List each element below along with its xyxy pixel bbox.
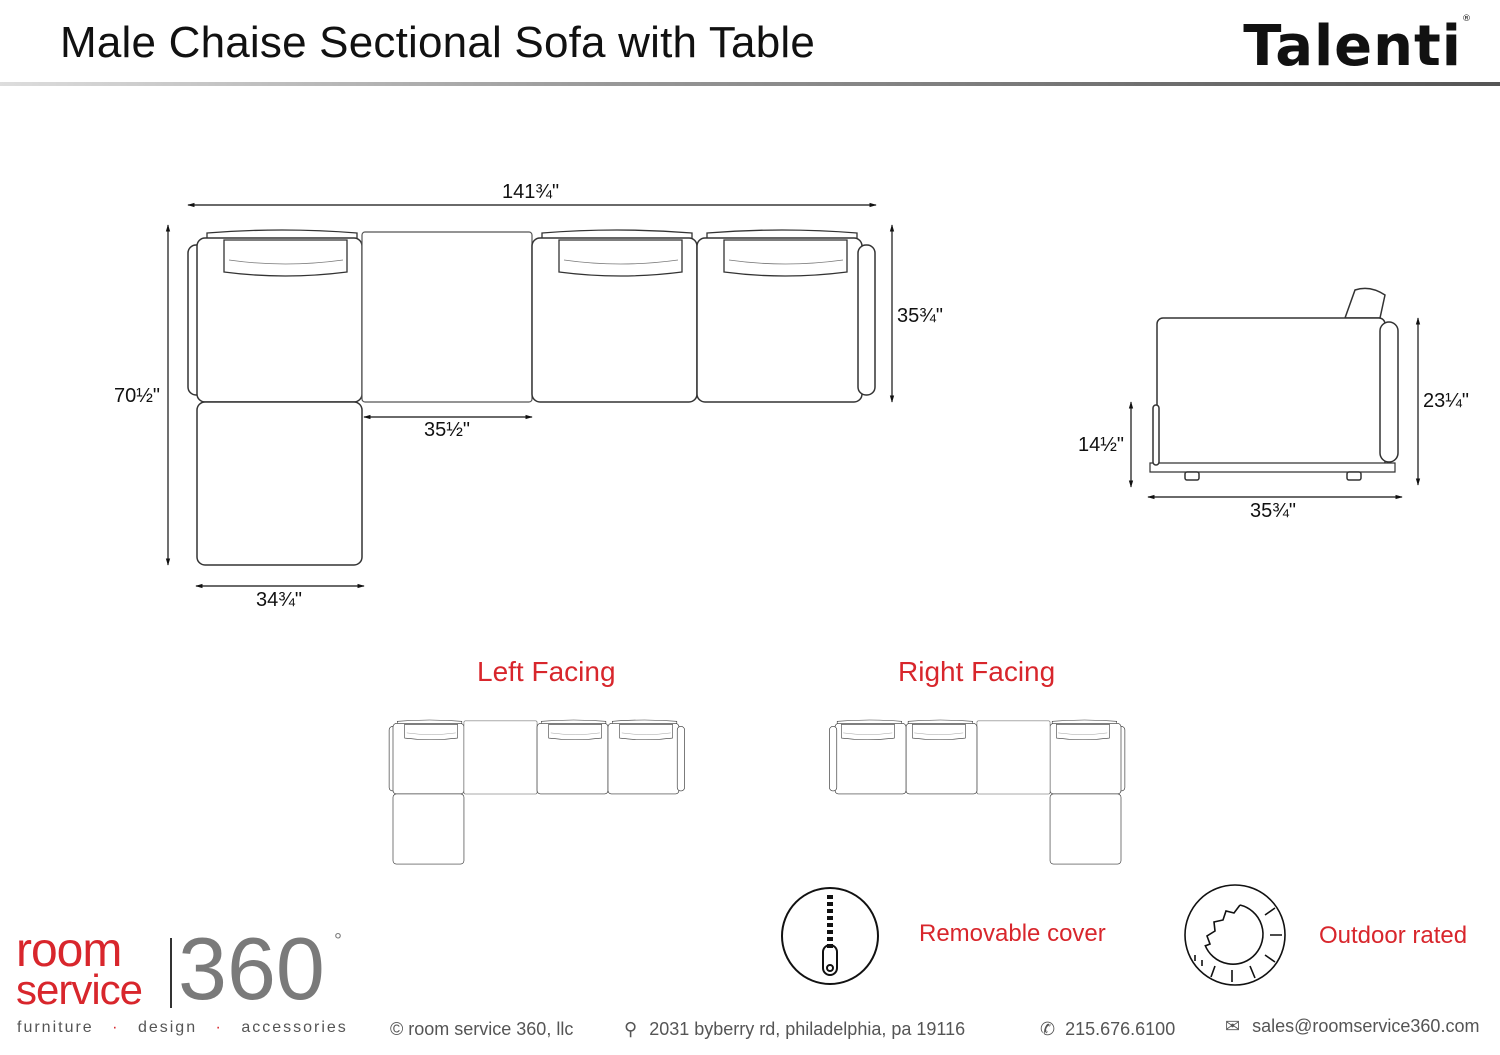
email[interactable]: ✉ sales@roomservice360.com — [1225, 1016, 1479, 1037]
outdoor-rated-label: Outdoor rated — [1319, 922, 1468, 949]
address-text: 2031 byberry rd, philadelphia, pa 19116 — [649, 1019, 966, 1039]
address: ⚲ 2031 byberry rd, philadelphia, pa 19116 — [624, 1019, 965, 1040]
phone-icon: ✆ — [1040, 1019, 1056, 1039]
side-height-label: 23¼" — [1423, 390, 1470, 412]
right-facing-drawing — [829, 720, 1124, 864]
envelope-icon: ✉ — [1225, 1016, 1241, 1036]
header-divider — [0, 82, 1500, 86]
phone[interactable]: ✆ 215.676.6100 — [1040, 1019, 1175, 1040]
talenti-logo: Talenti® — [1243, 14, 1472, 79]
side-view-drawing — [1149, 287, 1399, 481]
table-width-label: 35½" — [424, 419, 471, 441]
tagline: furniture · design · accessories — [17, 1019, 348, 1036]
email-text: sales@roomservice360.com — [1252, 1016, 1480, 1036]
logo-room: room — [16, 924, 122, 977]
room-service-360-logo: room service 360 ° — [16, 924, 356, 1015]
tagline-furniture: furniture — [17, 1019, 94, 1036]
sofa-depth-label: 35¾" — [897, 305, 944, 327]
left-facing-drawing — [389, 720, 684, 864]
logo-360: 360 — [178, 919, 325, 1018]
seat-height-label: 14½" — [1078, 434, 1125, 456]
registered-mark: ® — [1462, 14, 1472, 24]
logo-degree: ° — [334, 930, 342, 952]
tagline-accessories: accessories — [241, 1019, 348, 1036]
main-sectional-drawing — [188, 230, 875, 565]
phone-text: 215.676.6100 — [1065, 1019, 1176, 1039]
zipper-icon — [781, 887, 879, 985]
outdoor-weather-icon — [1184, 884, 1286, 986]
logo-divider — [170, 938, 172, 1008]
brand-name: Talenti — [1243, 14, 1462, 79]
side-depth-label: 35¾" — [1250, 500, 1297, 522]
logo-service: service — [16, 966, 143, 1013]
map-pin-icon: ⚲ — [624, 1019, 638, 1039]
dimension-lines — [165, 202, 1421, 589]
tagline-design: design — [137, 1019, 198, 1036]
overall-depth-label: 70½" — [114, 385, 161, 407]
right-facing-label: Right Facing — [898, 656, 1056, 687]
page-title: Male Chaise Sectional Sofa with Table — [60, 18, 816, 67]
chaise-width-label: 34¾" — [256, 589, 303, 611]
overall-width-label: 141¾" — [502, 181, 560, 203]
copyright: © room service 360, llc — [390, 1019, 574, 1039]
left-facing-label: Left Facing — [477, 656, 616, 687]
removable-cover-label: Removable cover — [919, 920, 1106, 947]
